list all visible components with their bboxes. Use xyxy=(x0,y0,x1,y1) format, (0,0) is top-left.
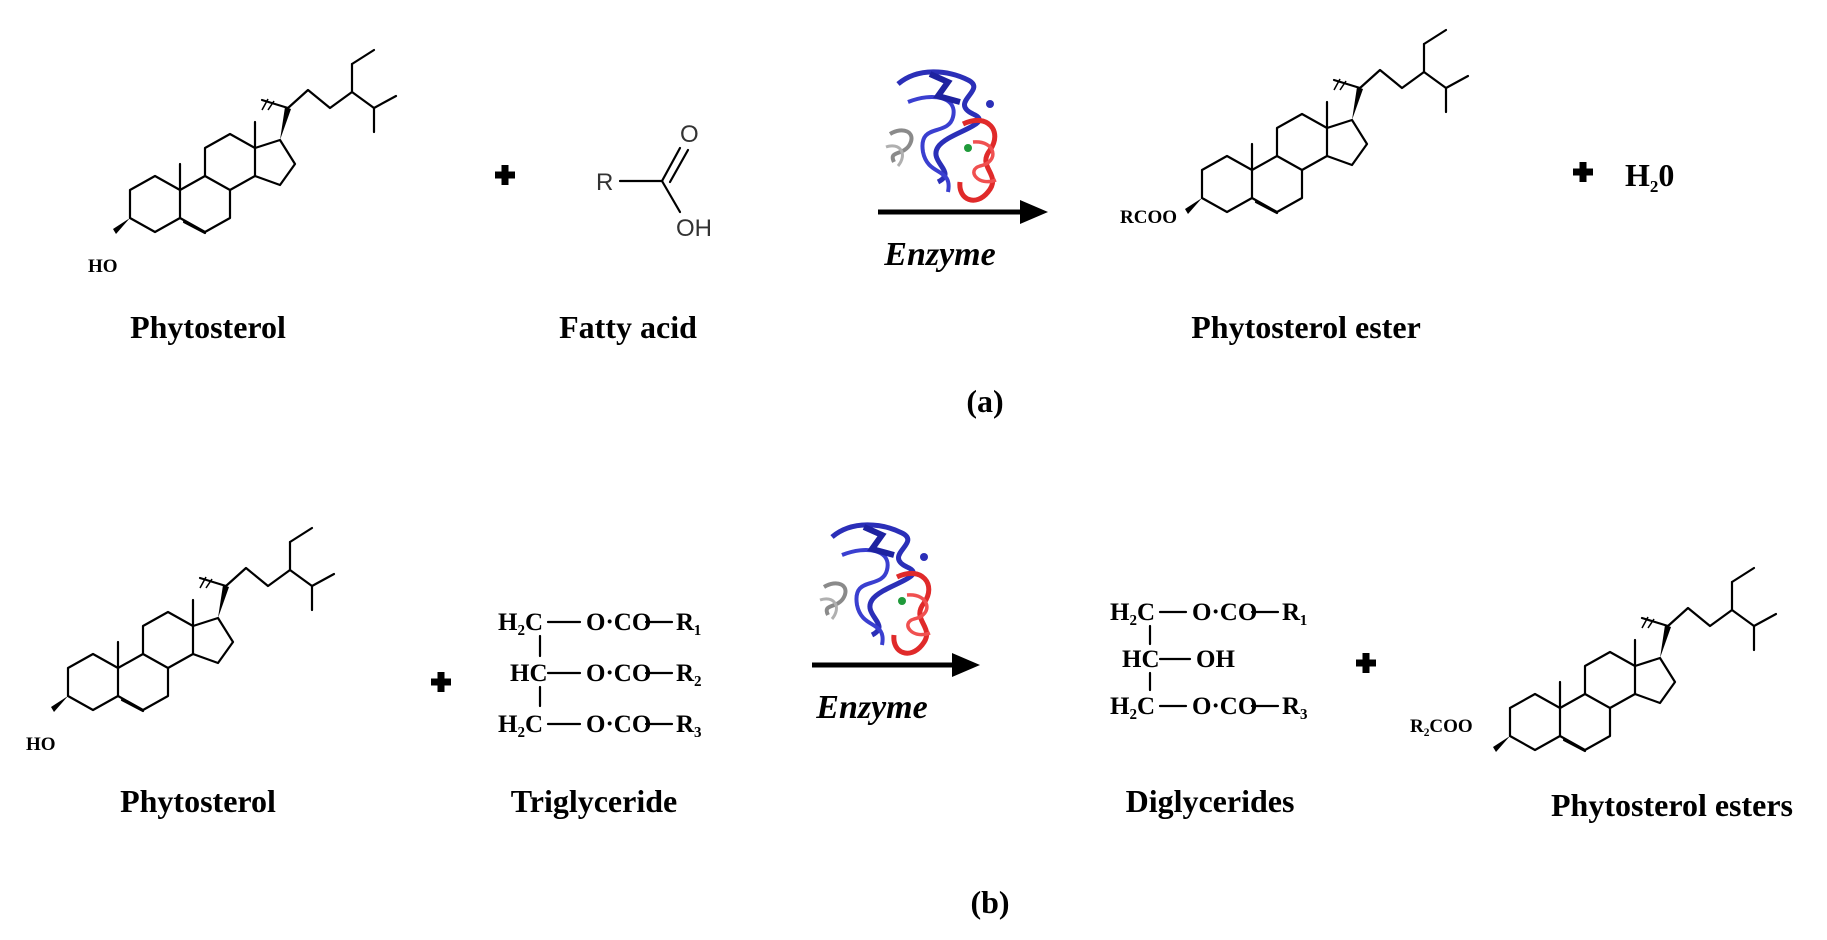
tg-row-3-r: R₃ xyxy=(676,711,702,738)
reaction-arrow-b xyxy=(952,653,980,677)
phytosterol-label-b: Phytosterol xyxy=(120,783,276,819)
enzyme-label-a: Enzyme xyxy=(883,236,995,273)
plus-sign-b1 xyxy=(431,672,451,692)
plus-sign-a2 xyxy=(1573,162,1593,182)
panel-b-caption: (b) xyxy=(970,884,1009,920)
plus-sign-b2 xyxy=(1356,653,1376,673)
dg-row-3-right: O·CO xyxy=(1192,693,1257,720)
tg-row-1-r: R₁ xyxy=(676,609,702,636)
phytosterol-substituent-a: HO xyxy=(88,256,118,277)
phytosterol-substituent-b: HO xyxy=(26,734,56,755)
fatty-acid-r: R xyxy=(596,169,613,196)
reaction-arrow-a xyxy=(1020,200,1048,224)
panel-b: HO Phytosterol H₂C O·CO R₁ HC O·CO R₂ H₂… xyxy=(26,525,1793,920)
phytosterol-ester-substituent: RCOO xyxy=(1120,207,1177,228)
phytosterol-ester-structure xyxy=(1183,28,1470,216)
triglyceride-structure: H₂C O·CO R₁ HC O·CO R₂ H₂C O·CO R₃ xyxy=(498,609,702,738)
fatty-acid-label: Fatty acid xyxy=(559,309,697,345)
dg-row-1-right: O·CO xyxy=(1192,599,1257,626)
fatty-acid-o: O xyxy=(680,121,699,148)
plus-sign-a1 xyxy=(495,165,515,185)
phytosterol-esters-substituent: R₂COO xyxy=(1410,716,1473,737)
dg-row-1-left: H₂C xyxy=(1110,599,1155,626)
phytosterol-ester-label: Phytosterol ester xyxy=(1191,309,1421,345)
diglycerides-label: Diglycerides xyxy=(1126,783,1295,819)
phytosterol-esters-structure xyxy=(1491,566,1778,754)
triglyceride-label: Triglyceride xyxy=(511,783,677,819)
enzyme-protein-a xyxy=(886,72,996,200)
panel-a: HO Phytosterol R O OH Fatty acid Enzyme … xyxy=(88,28,1674,419)
diglyceride-structure: H₂C O·CO R₁ HC OH H₂C O·CO R₃ xyxy=(1110,599,1308,720)
dg-row-3-r: R₃ xyxy=(1282,693,1308,720)
phytosterol-label-a: Phytosterol xyxy=(130,309,286,345)
phytosterol-structure-a xyxy=(111,48,398,236)
tg-row-2-right: O·CO xyxy=(586,660,651,687)
dg-row-2-left: HC xyxy=(1122,646,1160,673)
enzyme-label-b: Enzyme xyxy=(815,689,927,726)
tg-row-2-left: HC xyxy=(510,660,548,687)
tg-row-3-left: H₂C xyxy=(498,711,543,738)
dg-row-2-right: OH xyxy=(1196,646,1235,673)
dg-row-3-left: H₂C xyxy=(1110,693,1155,720)
tg-row-1-right: O·CO xyxy=(586,609,651,636)
fatty-acid-oh: OH xyxy=(676,215,712,242)
phytosterol-structure-b xyxy=(49,526,336,714)
water-formula: H20 xyxy=(1625,157,1674,196)
dg-row-1-r: R₁ xyxy=(1282,599,1308,626)
tg-row-3-right: O·CO xyxy=(586,711,651,738)
fatty-acid-structure: R O OH xyxy=(596,121,712,242)
enzyme-protein-b xyxy=(820,525,930,653)
tg-row-2-r: R₂ xyxy=(676,660,702,687)
panel-a-caption: (a) xyxy=(966,383,1003,419)
phytosterol-esters-label: Phytosterol esters xyxy=(1551,787,1793,823)
tg-row-1-left: H₂C xyxy=(498,609,543,636)
